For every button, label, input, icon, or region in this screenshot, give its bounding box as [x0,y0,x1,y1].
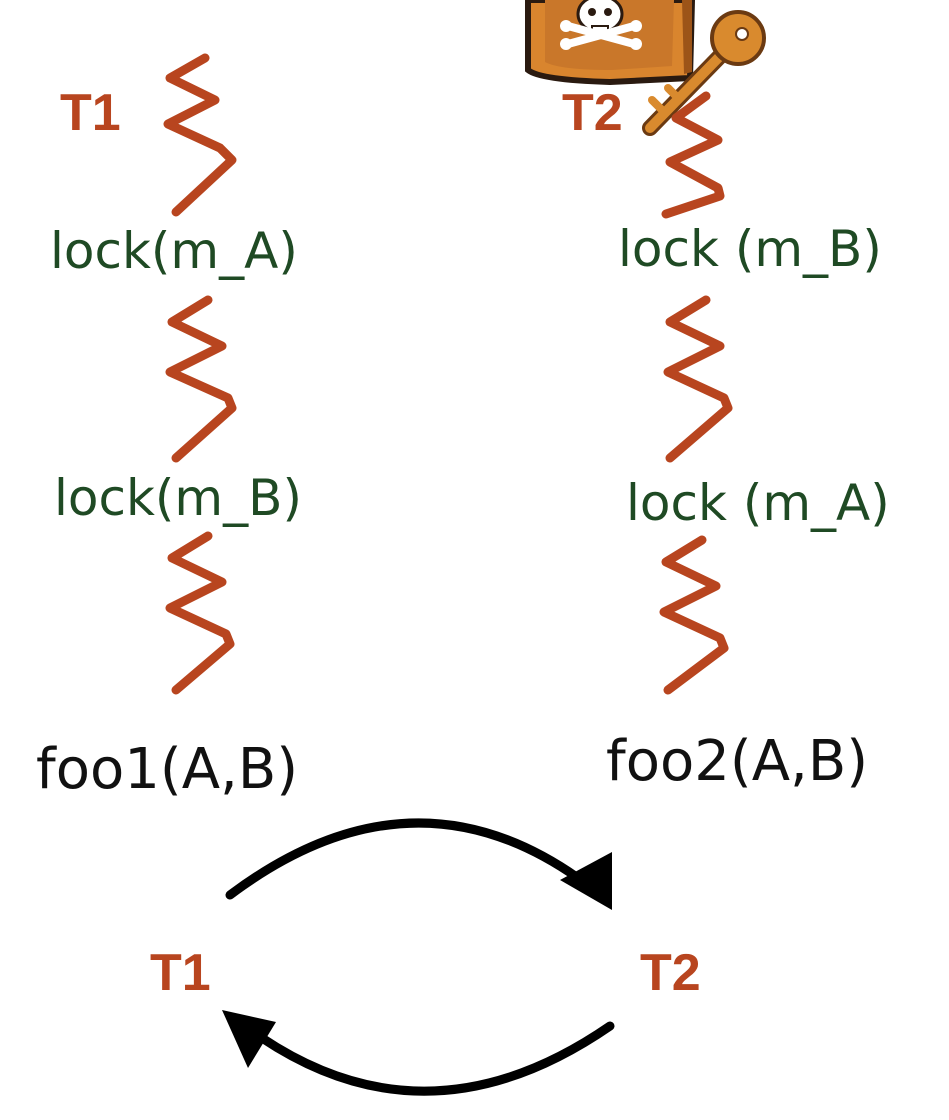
key-icon [642,10,766,136]
thread-squiggle [663,295,733,463]
lock-statement: lock(m_A) [50,222,298,280]
thread-label-t2: T2 [562,84,623,142]
function-call: foo1(A,B) [36,737,298,802]
thread-squiggle [659,535,729,695]
thread-squiggle [165,295,237,463]
wait-for-cycle: T1 T2 [150,818,701,1096]
lock-statement: lock (m_B) [618,220,882,278]
arrow-t2-to-t1 [257,1021,615,1096]
cycle-label-t1: T1 [150,944,211,1002]
lock-statement: lock(m_B) [54,469,302,527]
arrowhead-right [560,852,612,910]
thread-squiggle [163,53,237,217]
thread-squiggle [661,91,725,219]
cycle-label-t2: T2 [640,944,701,1002]
lock-statement: lock (m_A) [626,474,890,532]
arrowhead-left [222,1010,276,1068]
thread-label-t1: T1 [60,84,121,142]
arrow-t1-to-t2 [225,818,583,900]
thread-column-t2: T2 lock (m_B) lock (m_A) foo2(A,B) [562,84,890,794]
skull-chest-icon [525,0,696,86]
function-call: foo2(A,B) [606,729,868,794]
thread-squiggle [165,531,235,695]
thread-column-t1: T1 lock(m_A) lock(m_B) foo1(A,B) [36,53,302,802]
